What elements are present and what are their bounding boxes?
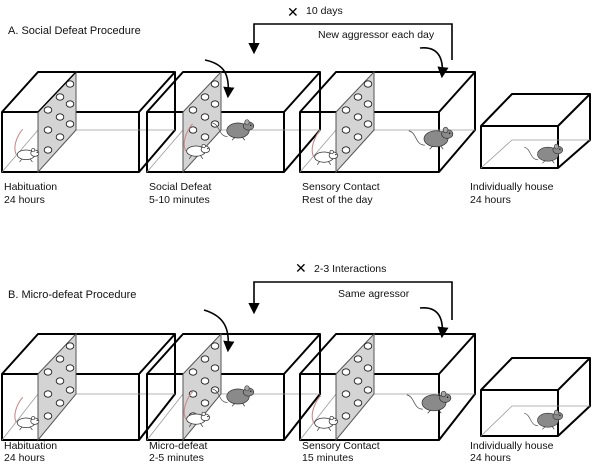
stage-duration: 5-10 minutes bbox=[149, 194, 210, 206]
stage-duration: 24 hours bbox=[470, 194, 511, 206]
stage-duration: 24 hours bbox=[4, 194, 45, 206]
repeat-label: 2-3 Interactions bbox=[314, 263, 386, 275]
white-mouse-icon bbox=[14, 396, 40, 431]
gray-mouse-icon bbox=[406, 390, 452, 414]
stage-name: Individually house bbox=[470, 181, 554, 193]
stage-name: Sensory Contact bbox=[302, 181, 380, 193]
gray-mouse-icon bbox=[408, 126, 454, 150]
loop-label: New aggressor each day bbox=[318, 29, 435, 41]
stage-duration: 24 hours bbox=[470, 452, 511, 464]
divided-cage-icon bbox=[1, 70, 176, 174]
divided-cage-icon bbox=[1, 332, 176, 442]
loop-arrow bbox=[248, 23, 453, 60]
loop-label: Same agressor bbox=[338, 288, 410, 300]
divided-cage-icon bbox=[146, 332, 321, 442]
times-icon: ✕ bbox=[287, 4, 299, 20]
curved-arrow-icon bbox=[419, 307, 449, 339]
stage-duration: 24 hours bbox=[4, 452, 45, 464]
stage-name: Social Defeat bbox=[149, 181, 212, 193]
section-a: A. Social Defeat Procedure ✕ 10 days New… bbox=[1, 4, 591, 206]
repeat-label: 10 days bbox=[306, 5, 343, 17]
times-icon: ✕ bbox=[295, 260, 307, 276]
single-cage-icon bbox=[480, 357, 591, 437]
stage-name: Micro-defeat bbox=[149, 440, 207, 452]
gray-mouse-icon bbox=[523, 143, 564, 164]
stage-name: Habituation bbox=[4, 440, 57, 452]
divided-cage-icon bbox=[299, 70, 476, 174]
curved-arrow-icon bbox=[203, 309, 235, 353]
divided-cage-icon bbox=[299, 332, 476, 442]
stage-duration: 2-5 minutes bbox=[149, 452, 204, 464]
stage-name: Sensory Contact bbox=[302, 440, 380, 452]
stage-duration: 15 minutes bbox=[302, 452, 353, 464]
stage-name: Individually house bbox=[470, 440, 554, 452]
gray-mouse-icon bbox=[523, 409, 564, 430]
divided-cage-icon bbox=[146, 70, 321, 174]
section-b: B. Micro-defeat Procedure ✕ 2-3 Interact… bbox=[1, 260, 591, 464]
section-title: A. Social Defeat Procedure bbox=[8, 25, 141, 37]
loop-arrow bbox=[248, 281, 453, 320]
white-mouse-icon bbox=[311, 395, 339, 432]
white-mouse-icon bbox=[14, 128, 40, 163]
stage-duration: Rest of the day bbox=[302, 194, 373, 206]
section-title: B. Micro-defeat Procedure bbox=[8, 289, 136, 301]
single-cage-icon bbox=[480, 93, 591, 169]
stage-name: Habituation bbox=[4, 181, 57, 193]
